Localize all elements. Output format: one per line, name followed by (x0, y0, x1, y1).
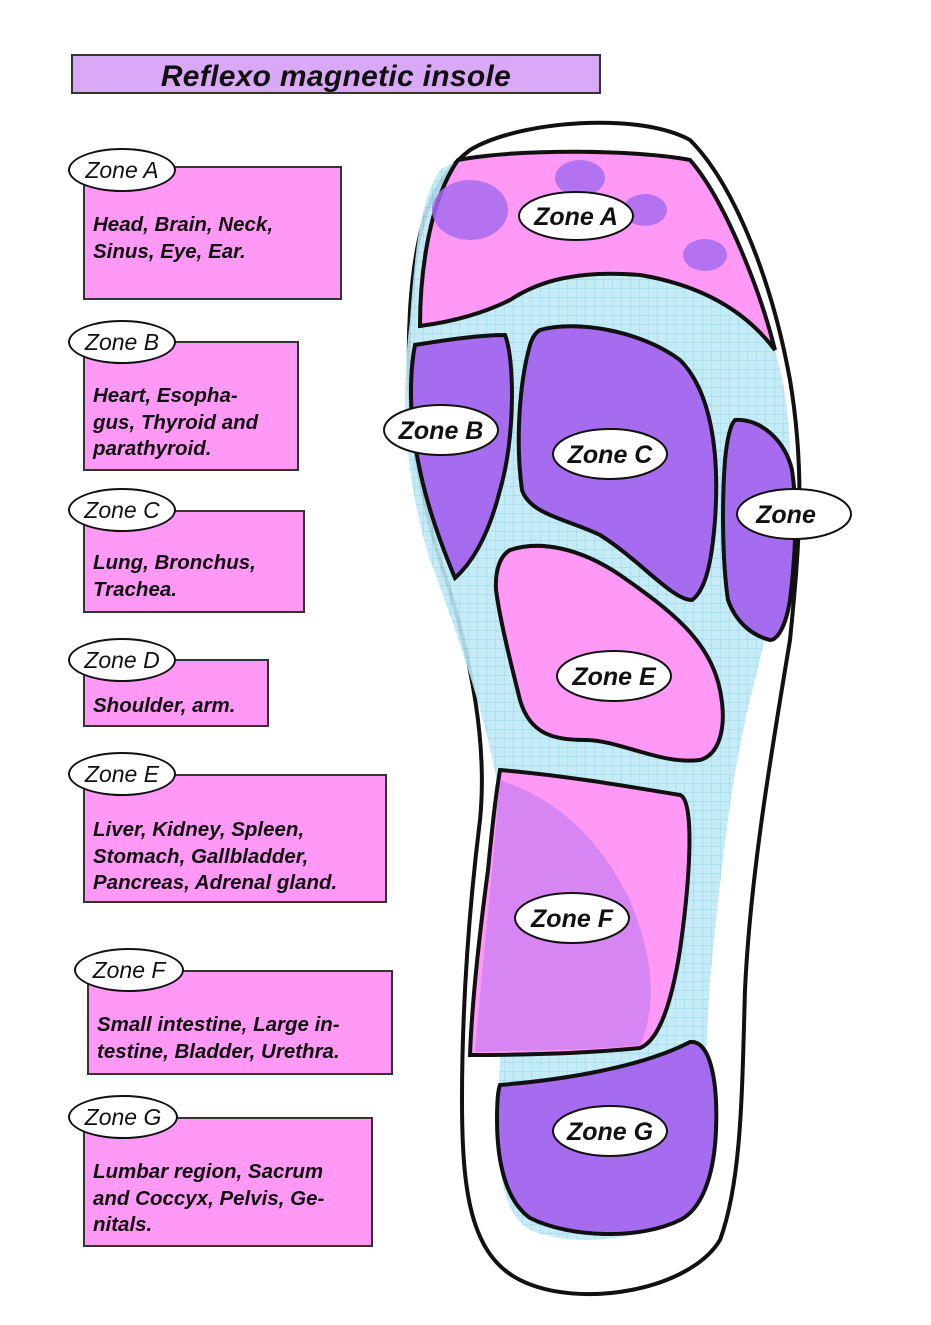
sole-zone-g-label: Zone G (552, 1105, 668, 1157)
zone-a-line-2: Sinus, Eye, Ear. (93, 239, 246, 263)
zone-b-description-box: Heart, Esopha- gus, Thyroid and parathyr… (83, 341, 299, 471)
zone-b-line-3: parathyroid. (93, 437, 212, 460)
zone-a-description-box: Head, Brain, Neck, Sinus, Eye, Ear. (83, 166, 342, 300)
zone-f-line-1: Small intestine, Large in- (97, 1013, 340, 1036)
zone-e-line-3: Pancreas, Adrenal gland. (93, 871, 338, 894)
page-title: Reflexo magnetic insole (160, 60, 512, 93)
svg-text:Zone C: Zone C (567, 441, 654, 469)
zone-b-legend-label: Zone B (68, 320, 176, 364)
zone-e-description: Liver, Kidney, Spleen, Stomach, Gallblad… (93, 817, 379, 897)
zone-g-legend-label: Zone G (68, 1095, 178, 1139)
zone-c-legend-label: Zone C (68, 488, 176, 532)
zone-f-legend-label: Zone F (74, 948, 184, 992)
sole-zone-e-label: Zone E (556, 650, 672, 702)
zone-g-line-3: nitals. (93, 1213, 153, 1236)
zone-d-legend-label: Zone D (68, 638, 176, 682)
sole-zone-b-label: Zone B (383, 404, 499, 456)
sole-zone-a-region (417, 149, 777, 352)
zone-c-line-1: Lung, Bronchus, (93, 551, 256, 574)
zone-b-line-2: gus, Thyroid and (93, 410, 259, 434)
zone-e-description-box: Liver, Kidney, Spleen, Stomach, Gallblad… (83, 774, 387, 903)
zone-g-line-2: and Coccyx, Pelvis, Ge- (93, 1186, 325, 1210)
svg-text:Zone A: Zone A (533, 203, 618, 231)
zone-b-line-1: Heart, Esopha- (93, 384, 238, 407)
zone-f-line-2: testine, Bladder, Urethra. (97, 1039, 340, 1063)
sole-zone-d-label: Zone (736, 488, 852, 540)
title-box: Reflexo magnetic insole (71, 54, 601, 94)
zone-e-legend-label: Zone E (68, 752, 176, 796)
svg-text:Zone G: Zone G (566, 1118, 653, 1146)
zone-a-description: Head, Brain, Neck, Sinus, Eye, Ear. (93, 212, 334, 265)
zone-a-legend-label: Zone A (68, 148, 176, 192)
zone-f-description: Small intestine, Large in- testine, Blad… (97, 1012, 385, 1065)
svg-text:Zone B: Zone B (398, 417, 484, 445)
zone-c-line-2: Trachea. (93, 577, 177, 601)
svg-text:Zone: Zone (755, 501, 816, 529)
sole-zone-a-label: Zone A (518, 191, 634, 241)
zone-d-description: Shoulder, arm. (93, 693, 261, 720)
zone-b-description: Heart, Esopha- gus, Thyroid and parathyr… (93, 383, 291, 463)
svg-text:Zone E: Zone E (571, 663, 657, 691)
zone-e-line-2: Stomach, Gallbladder, (93, 844, 309, 868)
sole-zone-f-label: Zone F (514, 892, 630, 944)
zone-e-line-1: Liver, Kidney, Spleen, (93, 818, 305, 841)
zone-c-description: Lung, Bronchus, Trachea. (93, 550, 297, 603)
zone-d-line-1: Shoulder, arm. (93, 694, 236, 717)
svg-text:Zone F: Zone F (530, 905, 614, 933)
zone-g-description: Lumbar region, Sacrum and Coccyx, Pelvis… (93, 1159, 365, 1239)
sole-zone-c-label: Zone C (552, 428, 668, 480)
zone-g-line-1: Lumbar region, Sacrum (93, 1160, 324, 1183)
zone-a-line-1: Head, Brain, Neck, (93, 213, 274, 236)
